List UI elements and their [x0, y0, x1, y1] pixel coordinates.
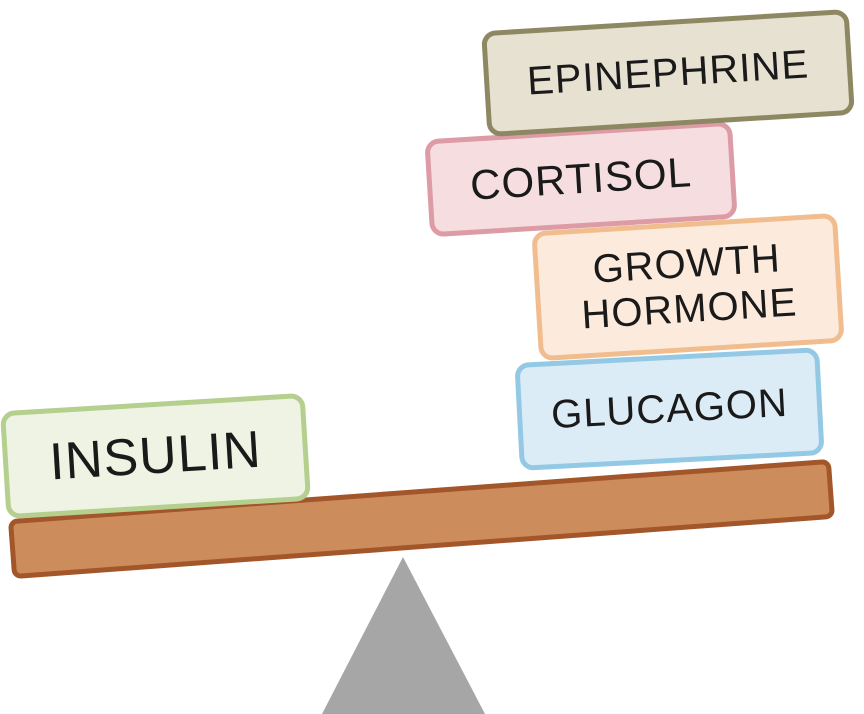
growth-hormone-label: GROWTH HORMONE — [578, 236, 799, 339]
cortisol-label: CORTISOL — [468, 148, 694, 210]
growth-hormone-box: GROWTH HORMONE — [531, 212, 845, 362]
glucagon-box: GLUCAGON — [514, 347, 825, 471]
cortisol-box: CORTISOL — [424, 120, 738, 238]
epinephrine-box: EPINEPHRINE — [481, 8, 855, 138]
insulin-label: INSULIN — [47, 420, 264, 492]
insulin-box: INSULIN — [0, 392, 312, 520]
epinephrine-label: EPINEPHRINE — [525, 42, 811, 104]
glucagon-label: GLUCAGON — [550, 380, 789, 437]
